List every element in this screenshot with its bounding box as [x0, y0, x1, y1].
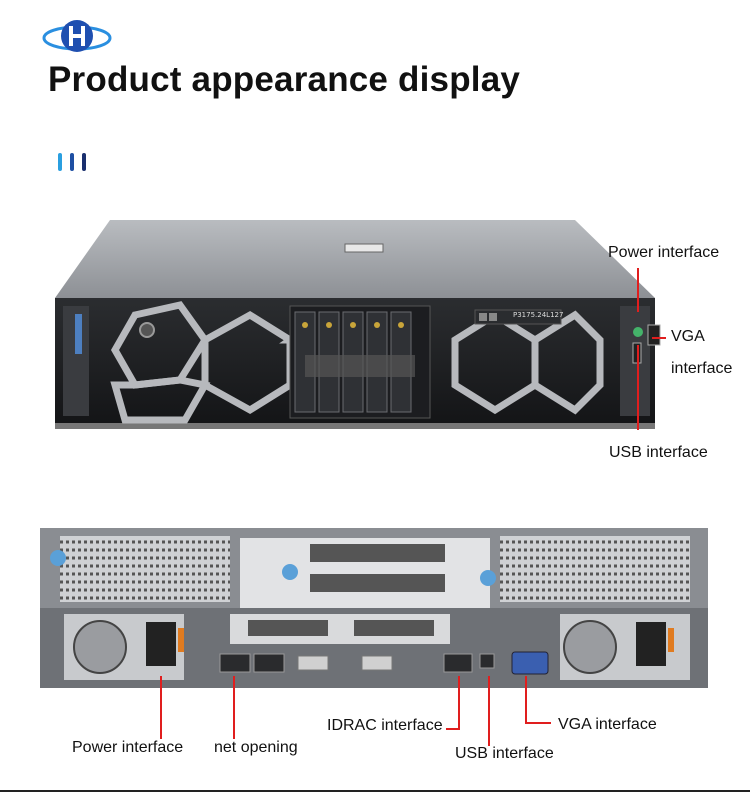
server-rear-image [40, 528, 710, 693]
rear-idrac-label: IDRAC interface [327, 717, 443, 734]
rear-vga-line-v [525, 676, 527, 724]
page-title: Product appearance display [48, 60, 521, 99]
rear-power-label: Power interface [72, 739, 184, 756]
front-bezel-tag: P3175.24L127 [513, 311, 564, 319]
server-front-image: P3175.24L127 [55, 220, 665, 430]
accent-bar [70, 153, 74, 171]
accent-bar [82, 153, 86, 171]
front-usb-line [637, 345, 639, 430]
rear-net-line [233, 676, 235, 739]
front-vga-line [652, 337, 666, 339]
rear-usb-label: USB interface [455, 745, 554, 762]
rear-idrac-line-h [446, 728, 460, 730]
brand-logo [42, 12, 112, 60]
rear-vga-line-h [525, 722, 551, 724]
footer-divider [0, 790, 750, 792]
front-vga-label-line2: interface [671, 360, 733, 377]
accent-bars [58, 153, 94, 176]
accent-bar [58, 153, 62, 171]
globe-h-logo-icon [42, 20, 112, 52]
front-power-label: Power interface [608, 244, 720, 261]
rear-net-label: net opening [214, 739, 298, 756]
front-vga-label-line1: VGA [671, 328, 705, 345]
rear-vga-label: VGA interface [558, 716, 657, 733]
rear-power-line [160, 676, 162, 739]
rear-idrac-line-v [458, 676, 460, 730]
rear-usb-line [488, 676, 490, 746]
front-power-line [637, 268, 639, 312]
front-usb-label: USB interface [609, 444, 708, 461]
